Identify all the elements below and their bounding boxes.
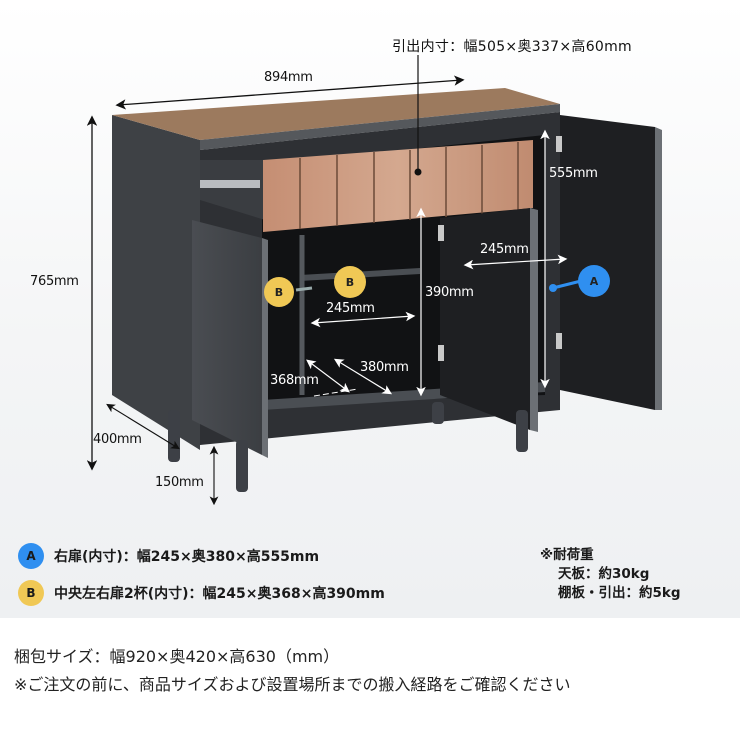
legend-row-a: A 右扉(内寸)：幅245×奥380×高555mm [18,543,319,569]
height-dimension: 765mm [30,274,79,289]
leg-height-dimension: 150mm [155,475,204,490]
legend-text-b: 中央左右扉2杯(内寸)：幅245×奥368×高390mm [54,586,385,602]
load-capacity-title: ※耐荷重 [540,547,594,563]
left-side-panel [112,115,200,450]
load-capacity-top: 天板：約30kg [558,566,650,582]
load-capacity-shelf: 棚板・引出：約5kg [558,585,681,601]
center-depth-368-dimension: 368mm [270,373,319,388]
width-dimension: 894mm [264,70,313,85]
left-door [192,220,262,455]
center-width-dimension: 245mm [326,301,375,316]
right-door-height-dimension: 555mm [549,166,598,181]
badge-a-icon: A [18,543,44,569]
badge-a-right: A [578,265,610,297]
right-door-width-dimension: 245mm [480,242,529,257]
delivery-note: ※ご注文の前に、商品サイズおよび設置場所までの搬入経路をご確認ください [14,675,571,694]
right-door [560,115,655,410]
legend-text-a: 右扉(内寸)：幅245×奥380×高555mm [54,549,320,565]
depth-dimension: 400mm [93,432,142,447]
load-capacity: ※耐荷重 天板：約30kg 棚板・引出：約5kg [540,546,681,603]
drawer-rail [200,180,260,188]
badge-b-center: B [334,266,366,298]
center-depth-380-dimension: 380mm [360,360,409,375]
badge-b-left: B [264,277,294,307]
drawer-inner-dimension: 引出内寸：幅505×奥337×高60mm [392,39,632,55]
legend-row-b: B 中央左右扉2杯(内寸)：幅245×奥368×高390mm [18,580,385,606]
badge-b-icon: B [18,580,44,606]
cabinet-illustration [86,55,662,506]
center-height-dimension: 390mm [425,285,474,300]
package-size: 梱包サイズ：幅920×奥420×高630（mm） [14,647,340,666]
drawer-front [263,140,533,232]
